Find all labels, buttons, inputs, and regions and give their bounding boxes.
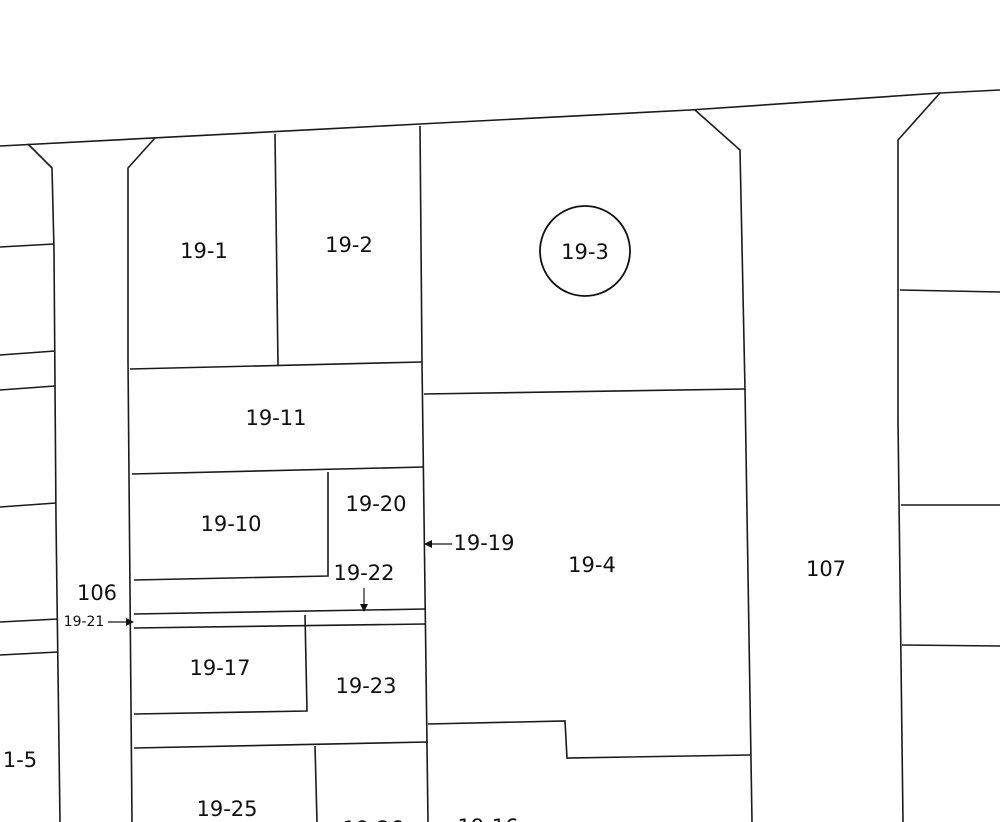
parcel-19-1-right-edge — [274, 133, 279, 367]
road-106-left-edge — [27, 143, 61, 822]
parcel-19-23-bottom — [133, 741, 429, 749]
parcel-19-3-circle-marker — [539, 205, 631, 297]
arrow-19-21-head — [126, 618, 134, 626]
label-19-16-partial: 19-16 — [457, 815, 518, 822]
label-19-2: 19-2 — [325, 233, 373, 257]
label-19-21: 19-21 — [64, 614, 105, 630]
road-106-right-edge — [127, 137, 156, 822]
label-19-17: 19-17 — [189, 656, 250, 680]
road-107-right-edge — [897, 92, 941, 822]
parcel-19-4-bottom-outline — [427, 720, 751, 759]
label-19-10: 19-10 — [200, 512, 261, 536]
label-1-5: 1-5 — [3, 748, 37, 772]
parcel-19-11-bottom — [131, 466, 425, 475]
parcel-19-1-bottom — [129, 361, 423, 370]
left-parcel-line-3 — [0, 385, 56, 391]
arrow-19-19-head — [424, 540, 432, 548]
left-parcel-line-1 — [0, 243, 55, 248]
label-19-25: 19-25 — [196, 797, 257, 821]
right-parcel-line-1 — [899, 289, 1000, 293]
parcel-19-2-right-edge — [419, 125, 423, 363]
left-parcel-line-4 — [0, 502, 57, 508]
parcel-19-22-strip-top — [133, 608, 427, 615]
label-19-11: 19-11 — [245, 406, 306, 430]
label-19-4: 19-4 — [568, 553, 616, 577]
parcel-19-3-bottom — [423, 388, 746, 395]
arrow-19-22-head — [360, 604, 368, 612]
label-19-3: 19-3 — [561, 240, 609, 264]
left-parcel-line-2 — [0, 350, 56, 356]
left-parcel-line-6 — [0, 651, 59, 656]
label-road-106: 106 — [77, 581, 117, 605]
top-boundary-line — [0, 89, 1000, 147]
parcel-19-10-outline — [133, 472, 329, 581]
label-19-26-partial: 19-26 — [342, 817, 403, 822]
label-19-20: 19-20 — [345, 492, 406, 516]
label-19-23: 19-23 — [335, 674, 396, 698]
label-19-22: 19-22 — [333, 561, 394, 585]
label-road-107: 107 — [806, 557, 846, 581]
left-parcel-line-5 — [0, 618, 59, 623]
parcel-19-21-strip-bottom — [133, 623, 427, 629]
right-parcel-line-3 — [901, 644, 1000, 647]
label-19-1: 19-1 — [180, 239, 228, 263]
parcel-19-4-right-edge — [744, 388, 753, 822]
parcel-19-25-right-edge — [314, 745, 318, 822]
column-divider-422 — [421, 361, 429, 822]
parcel-19-3-right-edge — [694, 109, 746, 391]
parcel-19-17-outline — [133, 614, 308, 715]
label-19-19: 19-19 — [453, 531, 514, 555]
